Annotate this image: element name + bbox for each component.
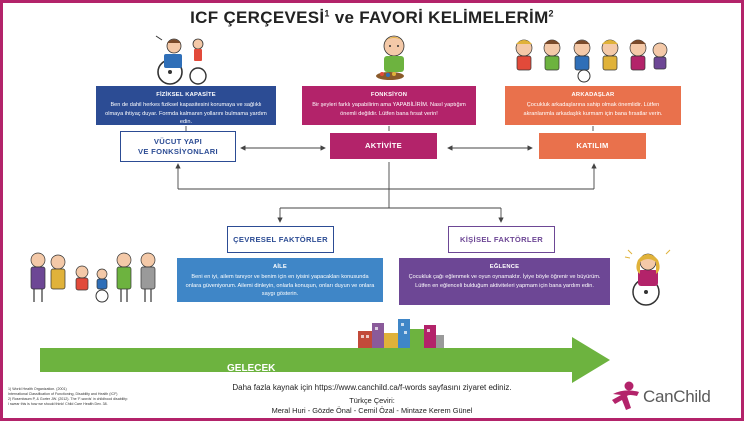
friends-box: ARKADAŞLAR Çocukluk arkadaşlarına sahip … [505, 86, 681, 125]
title-superscript-2: 2 [548, 8, 554, 19]
participation-header: KATILIM [539, 133, 646, 159]
friends-text: Çocukluk arkadaşlarına sahip olmak öneml… [523, 102, 663, 117]
girl-wheelchair-illustration [624, 249, 671, 306]
canchild-logo-text: CanChild [643, 387, 711, 406]
reference-line: International Classification of Function… [8, 391, 118, 396]
child-painting-illustration [376, 35, 405, 80]
body-structure-line-1: VÜCUT YAPI [153, 136, 203, 146]
physical-capacity-heading: FİZİKSEL KAPASİTE [156, 92, 216, 98]
personal-factors-header: KİŞİSEL FAKTÖRLER [448, 226, 555, 253]
family-box: AİLE Beni en iyi, ailem tanıyor ve benim… [177, 258, 383, 302]
translator-names: Meral Huri - Gözde Önal - Cemil Özal - M… [271, 406, 473, 415]
environmental-factors-header: ÇEVRESEL FAKTÖRLER [227, 226, 334, 253]
function-heading: FONKSİYON [370, 92, 408, 98]
family-illustration [30, 252, 156, 303]
physical-capacity-box: FİZİKSEL KAPASİTE Ben de dahil herkes fi… [96, 86, 276, 125]
reference-line: 2) Rosenbaum P, & Gorter JW. (2012). The… [8, 396, 128, 401]
wheelchair-child-illustration [155, 35, 207, 85]
function-text: Bir şeyleri farklı yapabilirim ama YAPAB… [312, 102, 466, 117]
friends-heading: ARKADAŞLAR [571, 92, 615, 98]
references: 1) World Health Organization. (2001) Int… [8, 387, 158, 406]
activity-header: AKTİVİTE [330, 133, 437, 159]
title-part-1: ICF ÇERÇEVESİ [190, 8, 325, 27]
fun-text: Çocukluk çağı eğlenmek ve oyun oynamaktı… [408, 274, 601, 289]
physical-capacity-text: Ben de dahil herkes fiziksel kapasitesin… [105, 102, 267, 125]
page-title: ICF ÇERÇEVESİ1 ve FAVORİ KELİMELERİM2 [0, 8, 744, 28]
translation-label: Türkçe Çeviri: [349, 396, 395, 405]
fun-heading: EĞLENCE [489, 264, 520, 270]
friends-group-illustration [515, 39, 668, 83]
reference-line: 1) World Health Organization. (2001) [8, 387, 67, 391]
family-text: Beni en iyi, ailem tanıyor ve benim için… [185, 274, 375, 297]
future-label: GELECEK [227, 363, 276, 374]
body-structure-line-2: VE FONKSİYONLARI [138, 146, 218, 156]
reference-line: I swear this is how we should think! Chi… [8, 401, 108, 406]
future-arrow [40, 337, 610, 383]
title-part-2: ve FAVORİ KELİMELERİM [329, 8, 549, 27]
title-superscript-1: 1 [324, 8, 330, 19]
family-heading: AİLE [272, 264, 287, 270]
canchild-figure-icon [612, 381, 639, 410]
resource-link[interactable]: Daha fazla kaynak için https://www.canch… [232, 383, 512, 392]
fun-box: EĞLENCE Çocukluk çağı eğlenmek ve oyun o… [399, 258, 610, 305]
function-box: FONKSİYON Bir şeyleri farklı yapabilirim… [302, 86, 476, 125]
